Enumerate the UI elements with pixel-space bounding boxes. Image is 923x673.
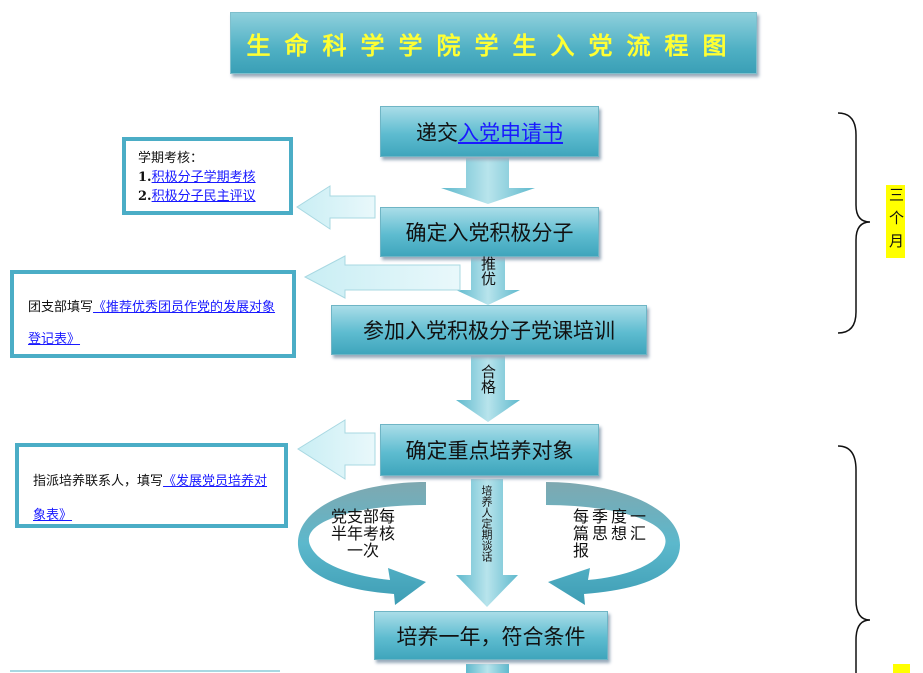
label-half-year-review: 党支部每半年考核一次 <box>330 507 395 560</box>
side-box-text: 指派培养联系人，填写 <box>33 474 164 489</box>
label-qualified: 合格 <box>479 364 497 394</box>
label-quarterly-report: 每季度一篇思想汇报 <box>573 507 650 560</box>
left-arrow-2 <box>303 255 461 299</box>
down-arrow-1 <box>441 158 535 204</box>
side-box-heading: 学期考核： <box>138 151 204 166</box>
down-arrow-stub <box>466 664 509 673</box>
side-box-semester-review: 学期考核： 1.积极分子学期考核 2.积极分子民主评议 <box>122 137 293 215</box>
step-one-year: 培养一年，符合条件 <box>374 611 608 660</box>
democratic-evaluation-link[interactable]: 积极分子民主评议 <box>151 189 256 204</box>
left-arrow-3 <box>297 419 376 480</box>
label-recommend: 推优 <box>479 256 497 286</box>
label-regular-talks: 培养人定期谈话 <box>480 485 493 562</box>
item-number: 1. <box>138 170 152 185</box>
step-submit-application: 递交入党申请书 <box>380 106 599 157</box>
brace-three-months <box>837 112 871 334</box>
three-months-label: 三个月 <box>886 185 905 258</box>
activist-review-link[interactable]: 积极分子学期考核 <box>151 170 256 185</box>
step-training: 参加入党积极分子党课培训 <box>331 305 647 355</box>
down-arrow-4 <box>456 479 518 607</box>
recommendation-form-link[interactable]: 《推荐优秀团员作党的发展对象登记表》 <box>28 300 276 347</box>
cultivation-form-link[interactable]: 《发展党员培养对象表》 <box>33 474 268 523</box>
item-number: 2. <box>138 189 152 204</box>
down-arrow-3 <box>456 356 520 422</box>
step-activist: 确定入党积极分子 <box>380 207 599 257</box>
page-title: 生命科学学院学生入党流程图 <box>230 12 757 74</box>
application-link[interactable]: 入党申请书 <box>458 120 563 145</box>
side-box-league-recommendation: 团支部填写《推荐优秀团员作党的发展对象登记表》 <box>10 270 296 358</box>
step-label: 递交 <box>416 120 458 145</box>
down-arrow-2 <box>456 256 520 305</box>
yellow-marker <box>893 664 910 673</box>
curved-arrow-right <box>546 482 680 605</box>
brace-one-year <box>837 445 871 673</box>
step-key-candidate: 确定重点培养对象 <box>380 424 599 476</box>
side-box-text: 团支部填写 <box>28 300 94 315</box>
curved-arrow-left <box>297 482 426 605</box>
left-arrow-1 <box>296 185 376 230</box>
side-box-assign-contact: 指派培养联系人，填写《发展党员培养对象表》 <box>15 443 288 528</box>
